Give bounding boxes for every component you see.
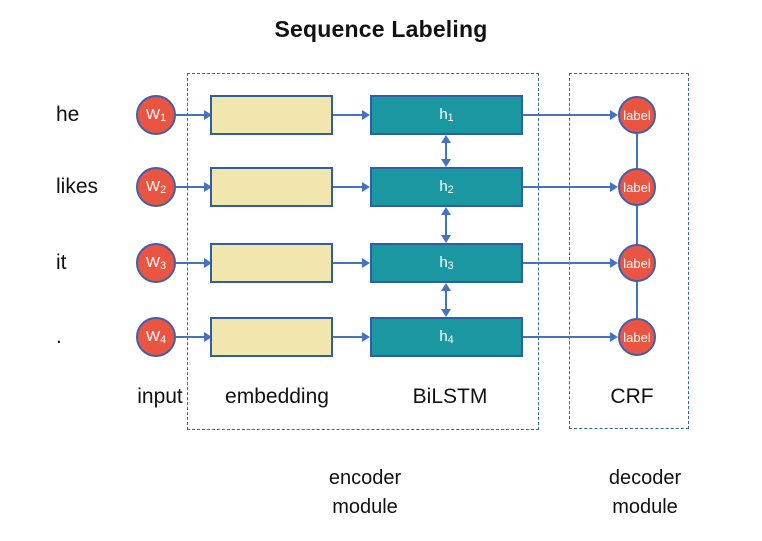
bilstm-bidirectional-arrow <box>441 135 451 167</box>
arrow-input-to-embedding <box>176 332 212 342</box>
bilstm-hidden-box: h1 <box>370 95 523 135</box>
column-label-embedding: embedding <box>225 385 329 408</box>
bilstm-bidirectional-arrow <box>441 283 451 317</box>
embedding-box <box>210 167 333 207</box>
output-label-circle: label <box>618 168 656 206</box>
output-label-circle: label <box>618 318 656 356</box>
column-label-input: input <box>137 385 183 408</box>
arrow-embedding-to-bilstm <box>333 110 370 120</box>
input-token-circle: W2 <box>136 167 176 207</box>
crf-label-connector-line <box>636 134 638 168</box>
input-token-circle: W1 <box>136 95 176 135</box>
input-word: . <box>56 325 62 348</box>
bilstm-hidden-box: h4 <box>370 317 523 357</box>
arrow-bilstm-to-label <box>523 110 618 120</box>
arrow-bilstm-to-label <box>523 332 618 342</box>
sequence-row: he W1 h1 label <box>0 95 762 135</box>
crf-label-connector-line <box>636 282 638 318</box>
arrow-embedding-to-bilstm <box>333 332 370 342</box>
bilstm-hidden-box: h2 <box>370 167 523 207</box>
diagram-title: Sequence Labeling <box>274 16 488 42</box>
sequence-row: . W4 h4 label <box>0 317 762 357</box>
encoder-module-caption-line1: encoder <box>328 467 402 489</box>
decoder-module-box <box>569 73 689 429</box>
embedding-box <box>210 317 333 357</box>
decoder-module-caption-line1: decoder <box>608 467 682 489</box>
input-word: it <box>56 251 67 274</box>
column-label-crf: CRF <box>610 385 654 408</box>
arrow-bilstm-to-label <box>523 182 618 192</box>
sequence-row: likes W2 h2 label <box>0 167 762 207</box>
input-word: likes <box>56 175 99 198</box>
crf-label-connector-line <box>636 206 638 244</box>
decoder-module-caption: decoder module <box>609 464 681 522</box>
arrow-input-to-embedding <box>176 110 212 120</box>
embedding-box <box>210 243 333 283</box>
arrow-embedding-to-bilstm <box>333 182 370 192</box>
column-label-bilstm: BiLSTM <box>412 385 488 408</box>
arrow-bilstm-to-label <box>523 258 618 268</box>
sequence-row: it W3 h3 label <box>0 243 762 283</box>
arrow-input-to-embedding <box>176 258 212 268</box>
output-label-circle: label <box>618 96 656 134</box>
output-label-circle: label <box>618 244 656 282</box>
encoder-module-box <box>187 73 539 430</box>
encoder-module-caption-line2: module <box>332 496 398 518</box>
input-word: he <box>56 103 80 126</box>
encoder-module-caption: encoder module <box>329 464 401 522</box>
input-token-circle: W3 <box>136 243 176 283</box>
bilstm-bidirectional-arrow <box>441 207 451 243</box>
bilstm-hidden-box: h3 <box>370 243 523 283</box>
decoder-module-caption-line2: module <box>612 496 678 518</box>
arrow-input-to-embedding <box>176 182 212 192</box>
embedding-box <box>210 95 333 135</box>
input-token-circle: W4 <box>136 317 176 357</box>
arrow-embedding-to-bilstm <box>333 258 370 268</box>
